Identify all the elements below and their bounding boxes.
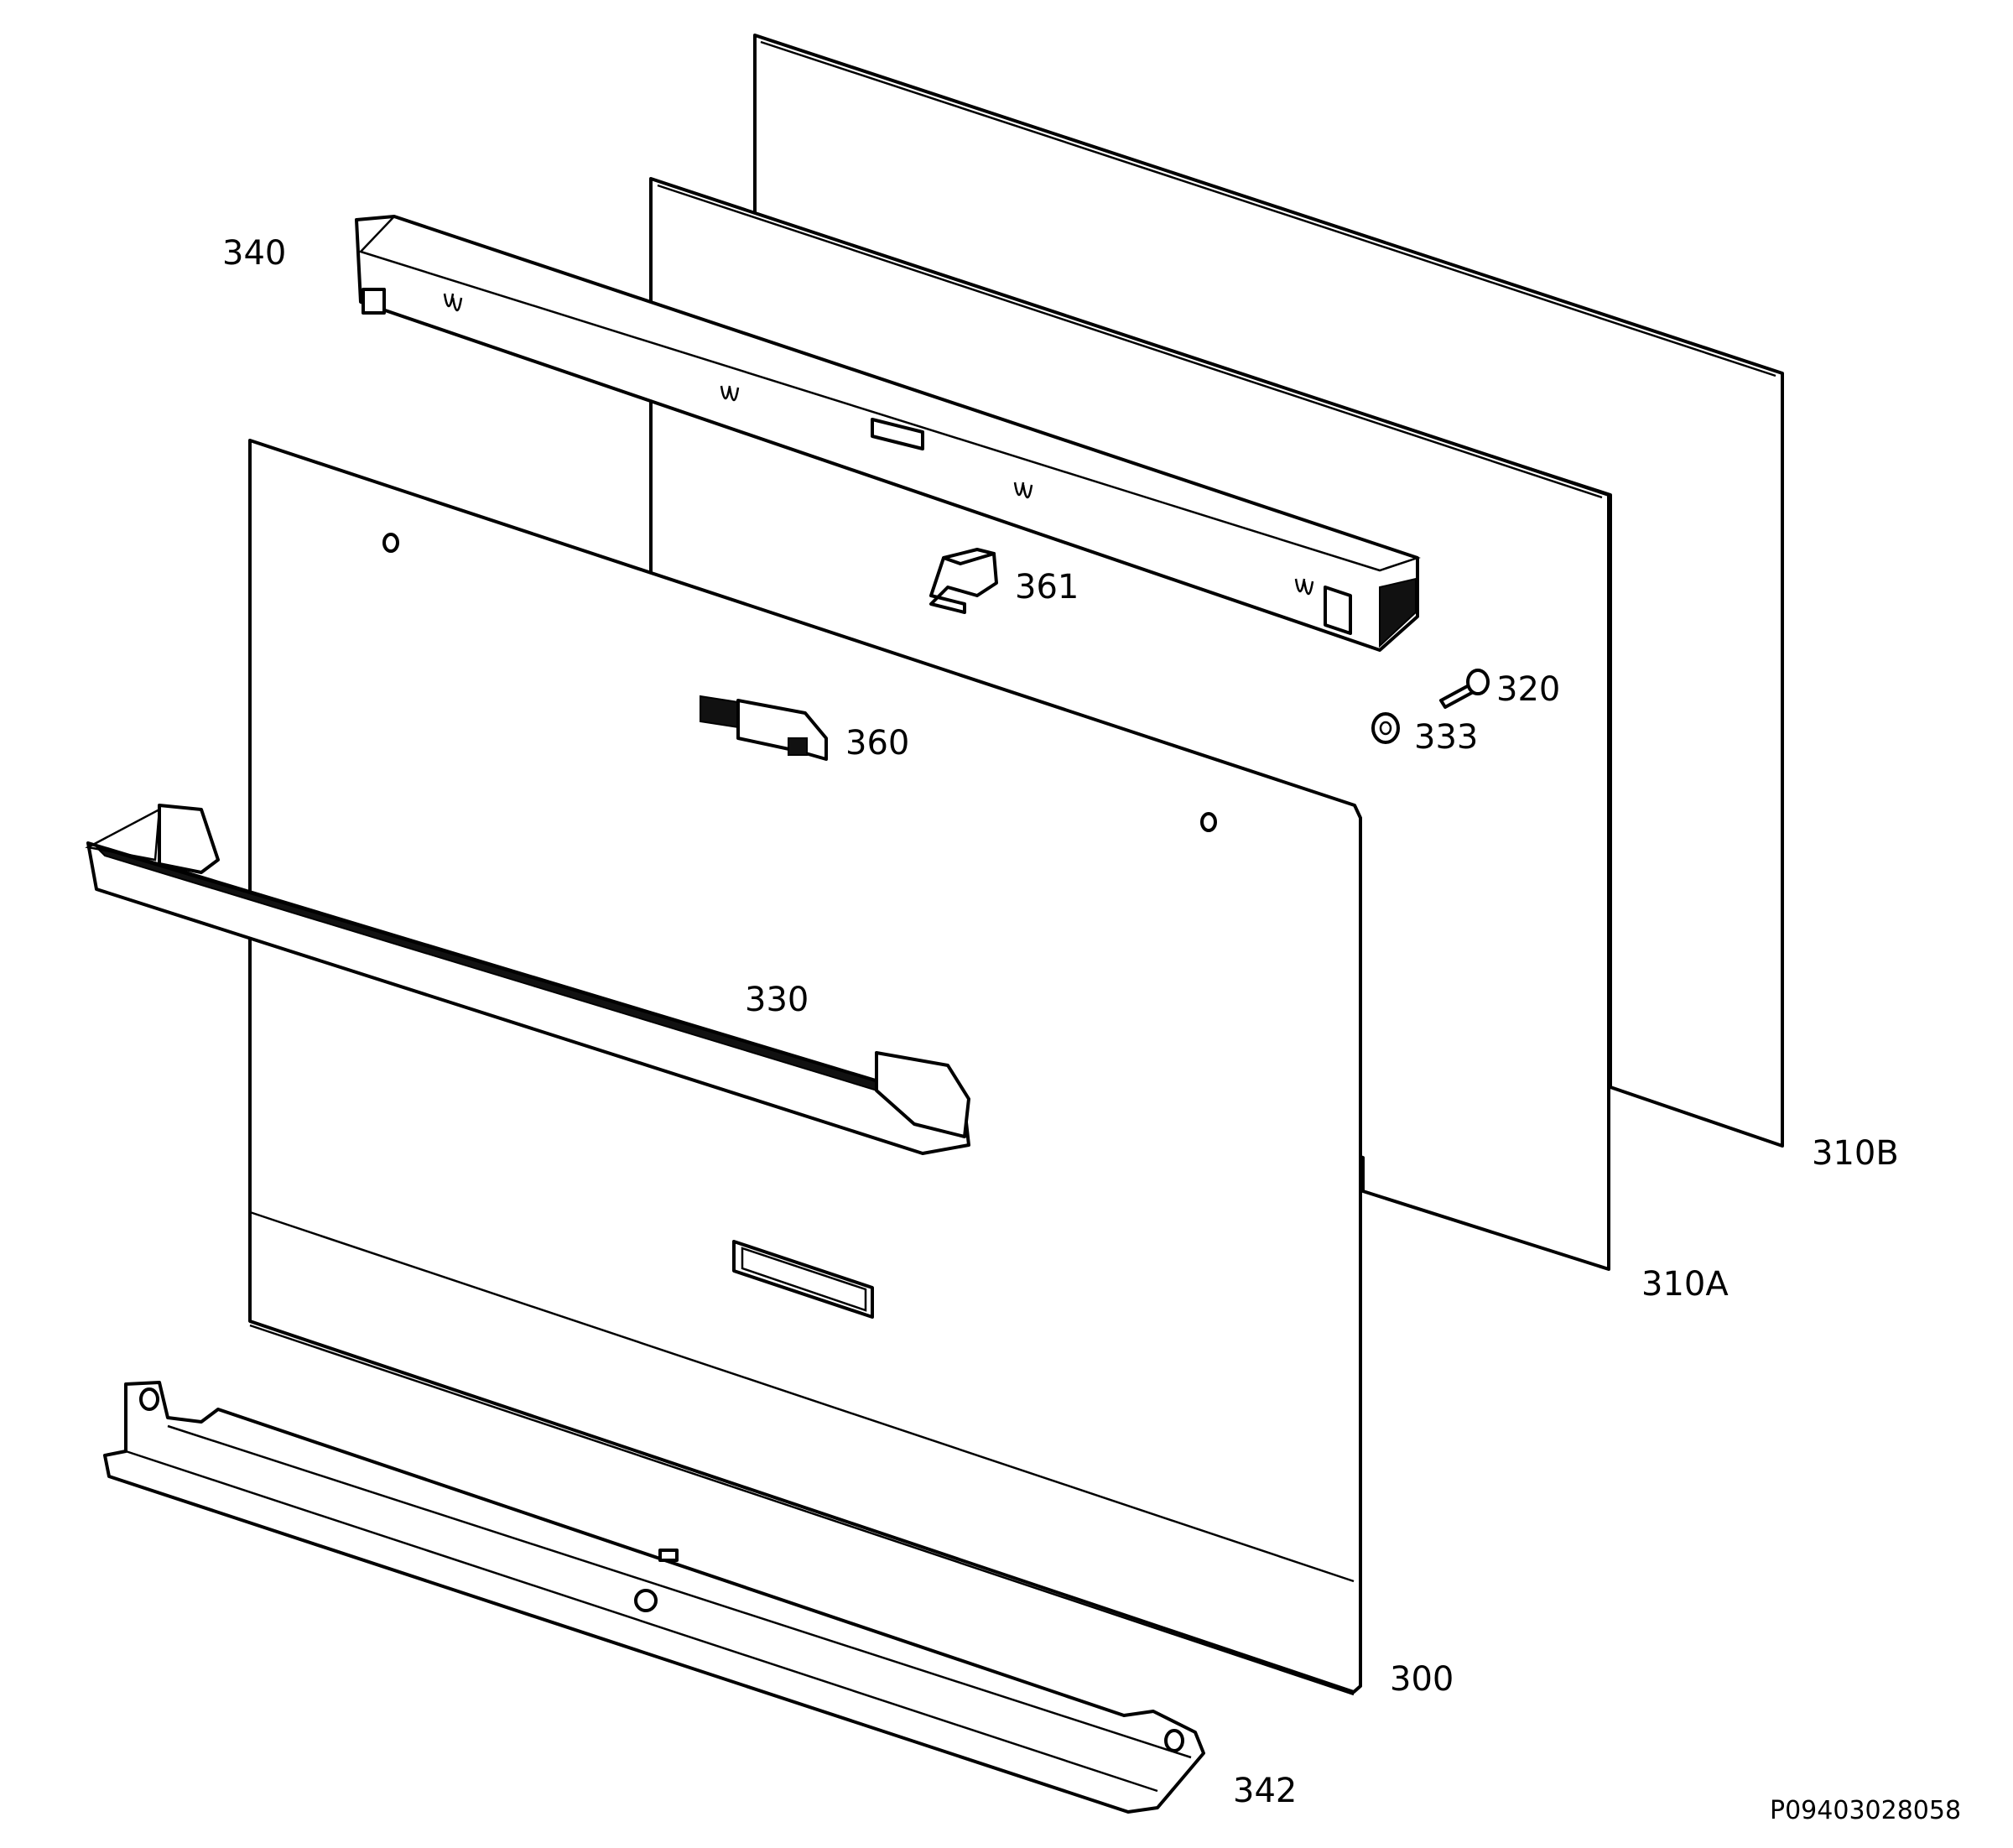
screw-320[interactable]	[1439, 669, 1490, 709]
label-320: 320	[1496, 670, 1560, 709]
bottom-profile-342[interactable]	[103, 1381, 1205, 1814]
label-360: 360	[845, 724, 909, 763]
label-300: 300	[1390, 1660, 1454, 1699]
hinge-catch-360[interactable]	[700, 695, 828, 761]
label-310a: 310A	[1641, 1265, 1729, 1304]
bracket-361[interactable]	[929, 548, 998, 614]
label-340: 340	[222, 234, 286, 273]
label-342: 342	[1233, 1772, 1297, 1810]
door-handle-330[interactable]	[85, 804, 970, 1155]
washer-333[interactable]	[1371, 712, 1400, 744]
top-profile-340[interactable]	[355, 215, 1421, 652]
label-330: 330	[745, 981, 809, 1019]
label-361: 361	[1015, 568, 1079, 606]
drawing-code: P09403028058	[1770, 1796, 1961, 1825]
label-310b: 310B	[1812, 1134, 1899, 1173]
label-333: 333	[1414, 718, 1478, 757]
